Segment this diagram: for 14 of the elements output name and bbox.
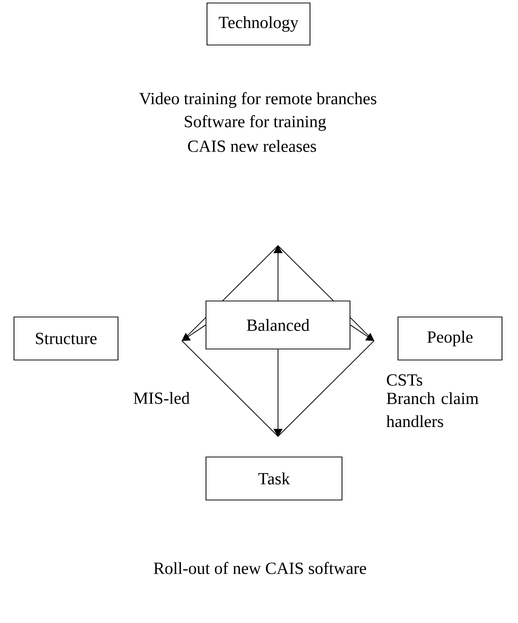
note-text: Video training for remote branches <box>139 92 376 108</box>
label-box: Structure <box>14 316 118 360</box>
note-text: Branch claim handlers <box>386 392 478 428</box>
note-text: CSTs <box>386 374 422 386</box>
label-box: People <box>398 316 502 360</box>
note-text: MIS-led <box>134 392 190 404</box>
label-box: Task <box>206 456 342 500</box>
arrow <box>182 324 206 341</box>
note-text: Software for training <box>184 115 326 131</box>
label-box: Technology <box>206 2 310 46</box>
label-box: Balanced <box>206 300 350 350</box>
arrow <box>350 324 374 341</box>
note-text: CAIS new releases <box>188 140 316 152</box>
note-text: Roll-out of new CAIS software <box>154 562 366 574</box>
